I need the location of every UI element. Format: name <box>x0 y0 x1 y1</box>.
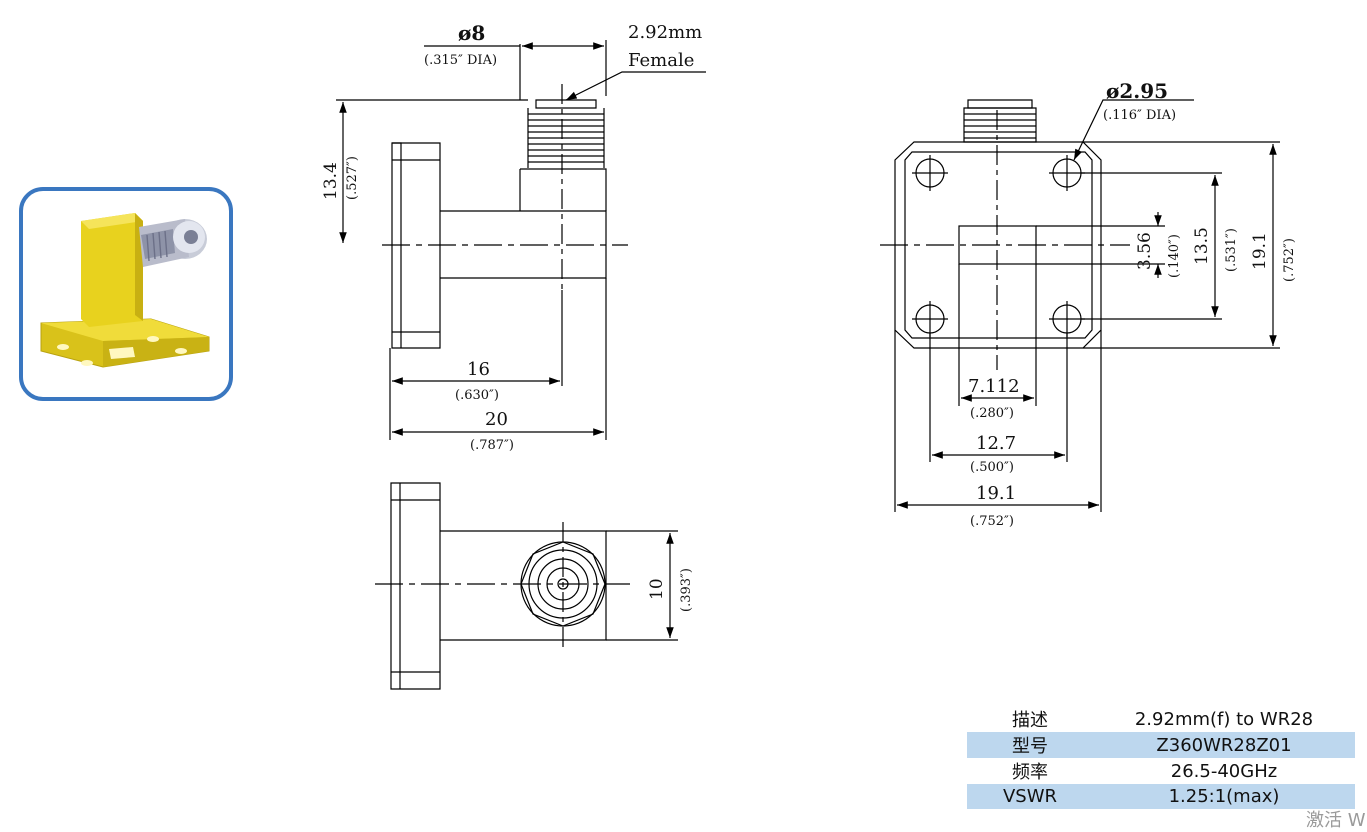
hole-span-v-in-label: (.531″) <box>1224 228 1239 272</box>
spec-row: 频率 26.5-40GHz <box>967 758 1355 784</box>
slot-w-mm-label: 7.112 <box>968 376 1020 397</box>
slot-h-mm-label: 3.56 <box>1135 232 1155 270</box>
connector-dia-label: ø8 <box>458 21 485 45</box>
connector-gender-label: Female <box>628 50 694 71</box>
spec-label: 型号 <box>967 732 1093 758</box>
width10-mm-label: 10 <box>647 578 667 600</box>
hole-span-h-in-label: (.500″) <box>970 460 1014 475</box>
spec-label: 描述 <box>1012 710 1048 731</box>
hole-span-v-mm-label: 13.5 <box>1192 227 1212 265</box>
product-3d-render <box>40 213 210 368</box>
end-view <box>375 482 678 690</box>
flange-v-mm-label: 19.1 <box>1250 232 1270 270</box>
len20-mm-label: 20 <box>485 409 508 430</box>
spec-row: 型号 Z360WR28Z01 <box>967 732 1355 758</box>
dimension-labels: ø8 (.315″ DIA) 2.92mm Female 13.4 (.527″… <box>321 21 1297 612</box>
hole-span-h-mm-label: 12.7 <box>976 433 1016 454</box>
spec-value: 2.92mm(f) to WR28 <box>1134 708 1314 730</box>
activation-watermark: 激活 W <box>1306 810 1366 831</box>
width10-in-label: (.393″) <box>679 568 694 612</box>
spec-value: 26.5-40GHz <box>1170 760 1278 782</box>
spec-label: 频率 <box>1012 762 1048 783</box>
connector-type-label: 2.92mm <box>628 22 702 43</box>
spec-table: 描述 2.92mm(f) to WR28 型号 Z360WR28Z01 频率 2… <box>967 706 1355 809</box>
flange-h-in-label: (.752″) <box>970 514 1014 529</box>
side-view <box>336 40 706 440</box>
slot-w-in-label: (.280″) <box>970 406 1014 421</box>
connector-dia-in-label: (.315″ DIA) <box>424 53 497 68</box>
spec-value: 1.25:1(max) <box>1093 784 1355 809</box>
hole-dia-label: ø2.95 <box>1106 79 1168 103</box>
len16-in-label: (.630″) <box>455 388 499 403</box>
spec-value: Z360WR28Z01 <box>1093 732 1355 758</box>
height-mm-label: 13.4 <box>321 162 341 200</box>
product-thumbnail-card <box>19 187 233 401</box>
hole-dia-in-label: (.116″ DIA) <box>1103 108 1176 123</box>
spec-row: VSWR 1.25:1(max) <box>967 784 1355 809</box>
spec-row: 描述 2.92mm(f) to WR28 <box>967 706 1355 732</box>
height-in-label: (.527″) <box>345 156 360 200</box>
len20-in-label: (.787″) <box>470 438 514 453</box>
spec-label: VSWR <box>967 784 1093 809</box>
flange-view <box>880 99 1280 512</box>
flange-h-mm-label: 19.1 <box>976 483 1016 504</box>
slot-h-in-label: (.140″) <box>1167 234 1182 278</box>
flange-v-in-label: (.752″) <box>1282 238 1297 282</box>
len16-mm-label: 16 <box>467 359 490 380</box>
